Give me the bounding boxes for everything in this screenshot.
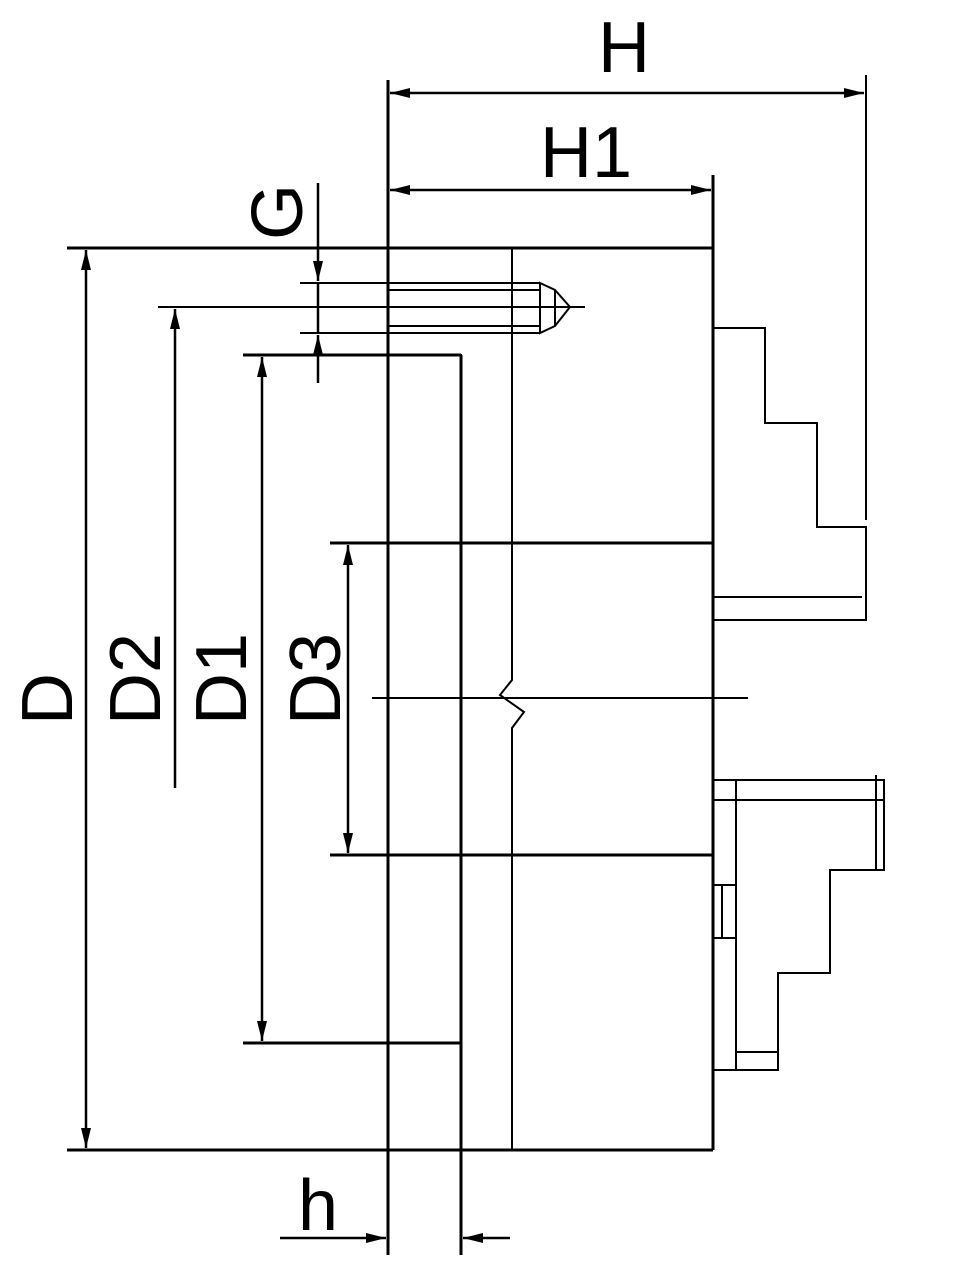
label-D1: D1: [182, 633, 262, 725]
label-H: H: [598, 8, 650, 88]
dim-D2: D2: [96, 309, 180, 788]
dim-H: H: [390, 8, 867, 520]
dim-D3: D3: [276, 545, 356, 853]
label-D: D: [8, 673, 88, 725]
dim-D1: D1: [182, 357, 267, 1041]
dim-D: D: [8, 250, 91, 1148]
label-G: G: [238, 184, 318, 240]
label-D2: D2: [96, 633, 176, 725]
dim-h: h: [280, 1166, 510, 1246]
bolt-hole: [158, 281, 585, 335]
upper-jaw: [713, 327, 867, 621]
dim-G: G: [238, 183, 323, 383]
chuck-body: [67, 80, 748, 1255]
dim-H1: H1: [390, 113, 711, 195]
label-D3: D3: [276, 633, 356, 725]
label-H1: H1: [540, 113, 632, 193]
label-h: h: [298, 1166, 338, 1246]
lower-jaw: [713, 775, 885, 1071]
